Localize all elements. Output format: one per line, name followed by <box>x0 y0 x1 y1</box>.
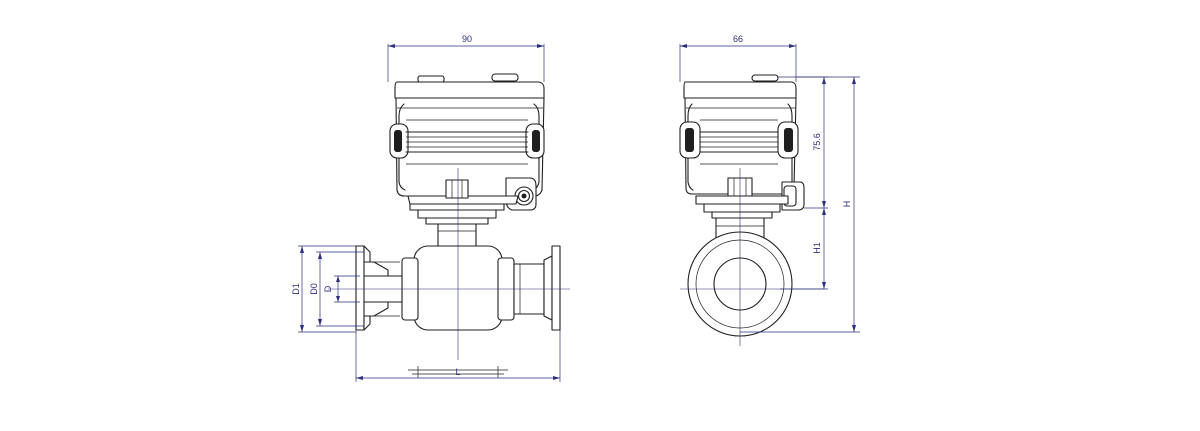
front-bottom-details <box>408 366 508 378</box>
dimension-d0-label: D0 <box>309 283 319 295</box>
dimension-side-width-label: 66 <box>733 34 743 44</box>
front-inlet-pipe <box>355 245 403 331</box>
dimension-d0: D0 <box>309 251 364 327</box>
dimension-length: L <box>355 330 561 382</box>
front-view: 90 L D1 D0 <box>291 34 570 382</box>
dimension-front-width-label: 90 <box>462 34 472 44</box>
dimension-h1-label: H1 <box>812 242 822 254</box>
dimension-d: D <box>323 275 360 303</box>
side-mounting-bracket <box>695 177 789 219</box>
dimension-d1: D1 <box>291 245 356 333</box>
front-valve-neck <box>437 223 477 247</box>
dimension-d1-label: D1 <box>291 283 301 295</box>
dimension-h1: H1 <box>780 208 828 290</box>
dimension-d-label: D <box>323 285 333 292</box>
front-actuator-housing <box>389 73 545 211</box>
dimension-length-label: L <box>455 367 460 377</box>
dimension-front-width: 90 <box>387 34 545 82</box>
dimension-side-width: 66 <box>679 34 797 82</box>
front-valve-body <box>401 245 561 331</box>
dimension-h: H <box>740 76 860 333</box>
dimension-actuator-height-label: 75.6 <box>812 133 822 151</box>
dimension-h-label: H <box>842 201 852 208</box>
side-view: 66 75.6 H1 H <box>679 34 860 346</box>
front-mounting-bracket <box>409 179 505 225</box>
